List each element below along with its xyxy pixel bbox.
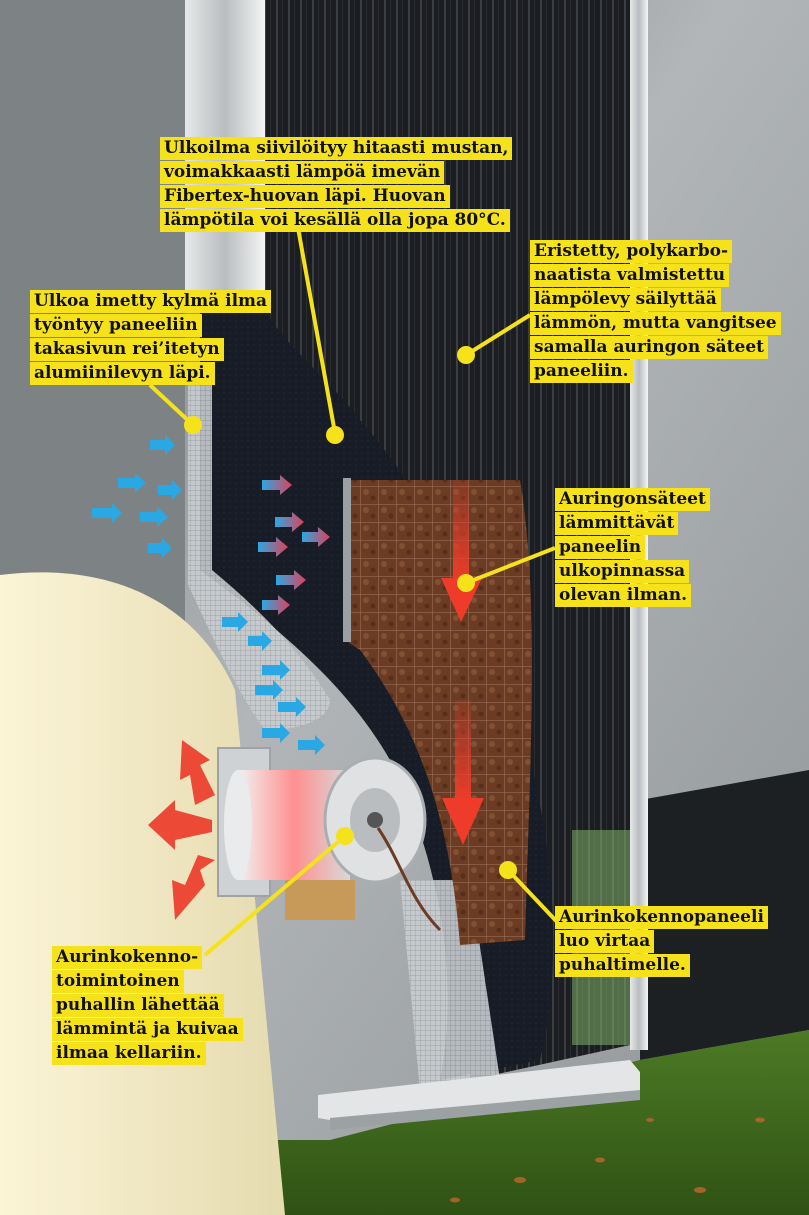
callout-line: ilmaa kellariin. [52, 1042, 206, 1065]
callout-line: ulkopinnassa [555, 560, 690, 583]
callout-line: lämpötila voi kesällä olla jopa 80°C. [160, 209, 510, 232]
callout-line: alumiinilevyn läpi. [30, 362, 215, 385]
callout-line: puhallin lähettää [52, 994, 224, 1017]
callout-line: samalla auringon säteet [530, 336, 769, 359]
callout-line: Ulkoilma siivilöityy hitaasti mustan, [160, 137, 513, 160]
callout-line: puhaltimelle. [555, 954, 690, 977]
callout-line: naatista valmistettu [530, 264, 730, 287]
callout-line: paneeliin. [530, 360, 633, 383]
callout-polycarbonate: Eristetty, polykarbo- naatista valmistet… [530, 240, 781, 384]
cold-air-arrows [92, 435, 330, 755]
callout-sun-heats: Auringonsäteet lämmittävät paneelin ulko… [555, 488, 710, 608]
callout-line: Fibertex-huovan läpi. Huovan [160, 185, 450, 208]
callout-line: Aurinkokennopaneeli [555, 906, 768, 929]
callout-line: Eristetty, polykarbo- [530, 240, 732, 263]
callout-solar-cell: Aurinkokennopaneeli luo virtaa puhaltime… [555, 906, 768, 978]
callout-fibertex: Ulkoilma siivilöityy hitaasti mustan, vo… [160, 137, 513, 233]
leader-lines [148, 227, 562, 957]
callout-line: takasivun rei’itetyn [30, 338, 224, 361]
callout-line: toimintoinen [52, 970, 184, 993]
callout-fan: Aurinkokenno- toimintoinen puhallin lähe… [52, 946, 243, 1066]
fan-tube [238, 770, 350, 880]
callout-line: paneelin [555, 536, 646, 559]
callout-cold-air: Ulkoa imetty kylmä ilma työntyy paneelii… [30, 290, 272, 386]
callout-line: luo virtaa [555, 930, 655, 953]
callout-line: lämpölevy säilyttää [530, 288, 721, 311]
callout-line: olevan ilman. [555, 584, 691, 607]
callout-line: lämmön, mutta vangitsee [530, 312, 781, 335]
callout-line: Auringonsäteet [555, 488, 710, 511]
callout-line: voimakkaasti lämpöä imevän [160, 161, 445, 184]
perforated-aluminium-sheet [188, 380, 330, 730]
callout-line: työntyy paneeliin [30, 314, 202, 337]
callout-line: lämmintä ja kuivaa [52, 1018, 243, 1041]
absorber-grid [345, 480, 532, 945]
callout-line: Aurinkokenno- [52, 946, 203, 969]
callout-line: Ulkoa imetty kylmä ilma [30, 290, 272, 313]
warm-air-arrows-down [441, 480, 484, 845]
window-sill [318, 1060, 640, 1120]
callout-line: lämmittävät [555, 512, 679, 535]
warm-air-exit-arrows [148, 740, 215, 920]
